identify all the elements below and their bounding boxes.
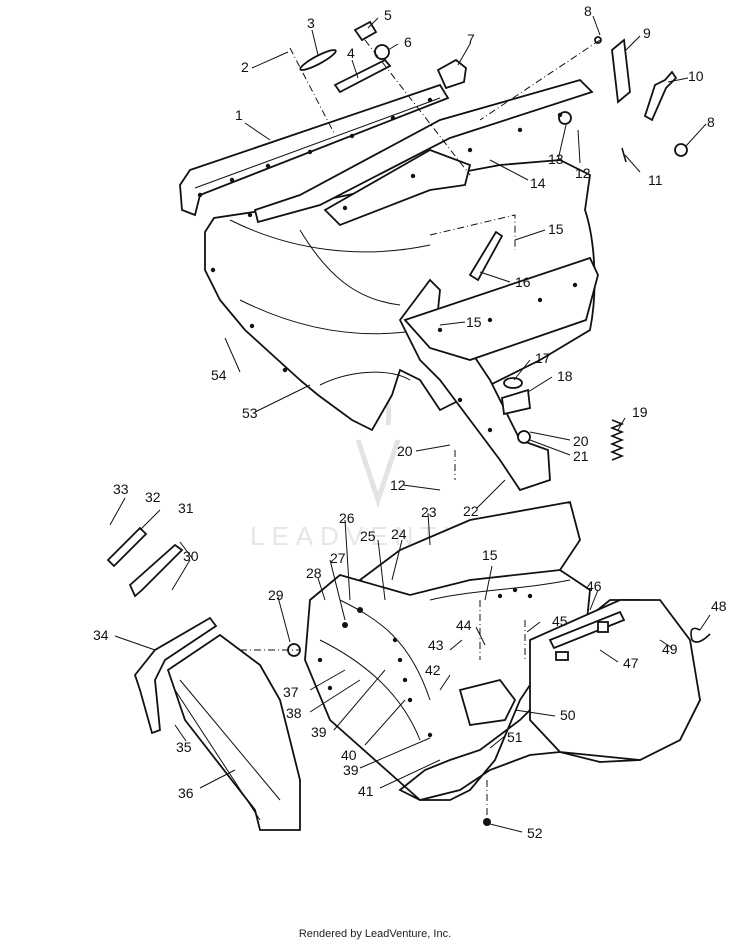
- callout-4: 4: [347, 45, 355, 61]
- callout-32: 32: [145, 489, 161, 505]
- callout-39-b: 39: [343, 762, 359, 778]
- callout-46: 46: [586, 578, 602, 594]
- part-50-bracket: [458, 678, 517, 727]
- center-lines-upper: [289, 39, 601, 480]
- callout-17: 17: [535, 350, 551, 366]
- callout-22: 22: [463, 503, 479, 519]
- callout-30: 30: [183, 548, 199, 564]
- callout-12-upper: 12: [575, 165, 591, 181]
- part-47-peg: [555, 651, 569, 661]
- part-32-plate: [106, 526, 148, 568]
- callout-9: 9: [643, 25, 651, 41]
- callout-2: 2: [241, 59, 249, 75]
- callout-21: 21: [573, 448, 589, 464]
- callout-52: 52: [527, 825, 543, 841]
- part-9-bracket: [611, 38, 631, 104]
- callout-49: 49: [662, 641, 678, 657]
- callout-5: 5: [384, 7, 392, 23]
- callout-19: 19: [632, 404, 648, 420]
- callout-8-right: 8: [707, 114, 715, 130]
- part-11-pin: [621, 147, 627, 163]
- part-7-latch: [436, 58, 467, 90]
- callout-48: 48: [711, 598, 727, 614]
- part-3: [299, 49, 337, 71]
- callout-20-left: 20: [397, 443, 413, 459]
- callout-14: 14: [530, 175, 546, 191]
- callout-54: 54: [211, 367, 227, 383]
- center-lines-lower: [240, 600, 526, 822]
- callout-15-b: 15: [466, 314, 482, 330]
- callout-18: 18: [557, 368, 573, 384]
- callout-10: 10: [688, 68, 704, 84]
- callout-8-top: 8: [584, 3, 592, 19]
- part-right-panel: [403, 256, 599, 361]
- callout-25: 25: [360, 528, 376, 544]
- callout-50: 50: [560, 707, 576, 723]
- callout-3: 3: [307, 15, 315, 31]
- callout-13: 13: [548, 151, 564, 167]
- callout-45: 45: [552, 613, 568, 629]
- callout-24: 24: [391, 526, 407, 542]
- part-17: [503, 377, 523, 389]
- callout-35: 35: [176, 739, 192, 755]
- part-10-link: [643, 70, 678, 122]
- callout-11: 11: [648, 172, 663, 188]
- callout-42: 42: [425, 662, 441, 678]
- part-8-washer-top: [594, 36, 602, 44]
- callout-43: 43: [428, 637, 444, 653]
- part-18-bracket: [501, 388, 531, 416]
- part-16-bracket: [468, 230, 504, 282]
- callout-12-lower: 12: [390, 477, 406, 493]
- part-5: [353, 20, 378, 42]
- part-front-rail: [179, 83, 450, 217]
- part-31-bracket: [128, 543, 184, 598]
- part-21: [517, 430, 531, 444]
- callout-34: 34: [93, 627, 109, 643]
- callout-39-a: 39: [311, 724, 327, 740]
- part-48-clip: [690, 627, 711, 643]
- callout-6: 6: [404, 34, 412, 50]
- hole-dots: [197, 97, 578, 433]
- hole-dots-lower: [317, 587, 533, 738]
- part-19-spring: [609, 419, 625, 461]
- part-52: [483, 818, 491, 826]
- callout-7: 7: [467, 31, 475, 47]
- callout-1: 1: [235, 107, 243, 123]
- callout-28: 28: [306, 565, 322, 581]
- part-bar-4: [333, 58, 392, 94]
- lower-hood-assembly: [106, 500, 711, 831]
- part-47-peg-2: [597, 621, 609, 633]
- part-34-frame: [133, 616, 218, 735]
- callout-leaders: [109, 15, 711, 833]
- callout-44: 44: [456, 617, 472, 633]
- part-long-rail: [253, 78, 594, 224]
- callout-37: 37: [283, 684, 299, 700]
- callout-20-right: 20: [573, 433, 589, 449]
- callout-51: 51: [507, 729, 523, 745]
- callout-53: 53: [242, 405, 258, 421]
- part-inner-plate: [323, 149, 472, 227]
- callout-47: 47: [623, 655, 639, 671]
- callout-16: 16: [515, 274, 531, 290]
- callout-40: 40: [341, 747, 357, 763]
- part-6: [374, 44, 390, 60]
- part-46-strip: [548, 610, 626, 650]
- callout-labels: 1 2 3 4 5 6 7 8 8 9 10 11 12 12 13 14 15…: [93, 3, 727, 841]
- part-8-washer: [674, 143, 688, 157]
- callout-36: 36: [178, 785, 194, 801]
- footer-credit: Rendered by LeadVenture, Inc.: [298, 928, 452, 940]
- part-hood-shell: [204, 159, 596, 432]
- callout-27: 27: [330, 550, 346, 566]
- callout-31: 31: [178, 500, 194, 516]
- callout-41: 41: [358, 783, 374, 799]
- callout-15-c: 15: [482, 547, 498, 563]
- upper-hood-assembly: [179, 20, 688, 492]
- callout-38: 38: [286, 705, 302, 721]
- callout-33: 33: [113, 481, 129, 497]
- callout-26: 26: [339, 510, 355, 526]
- callout-29: 29: [268, 587, 284, 603]
- callout-23: 23: [421, 504, 437, 520]
- callout-15-a: 15: [548, 221, 564, 237]
